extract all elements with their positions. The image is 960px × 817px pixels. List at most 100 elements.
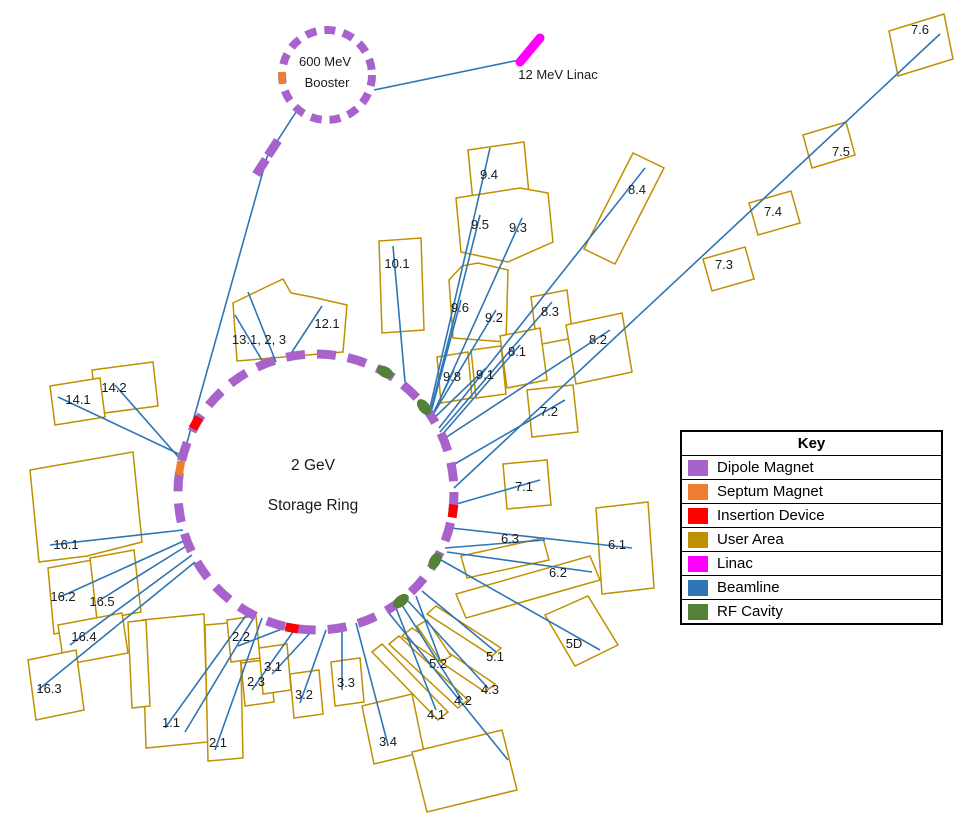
storage-ring [173,349,459,635]
label-6-3: 6.3 [501,531,519,546]
beamline [251,628,296,691]
label-12-1: 12.1 [314,316,339,331]
label-2-1: 2.1 [209,735,227,750]
user-area-7-6 [888,13,954,77]
label-7-4: 7.4 [764,204,782,219]
rf-cavity [376,365,394,379]
label-6-1: 6.1 [608,537,626,552]
user-area-7-4 [748,190,801,236]
legend-row-linac: Linac [682,551,941,575]
beamline [392,245,406,383]
label-8-2: 8.2 [589,332,607,347]
beamline [421,590,497,653]
user-area-8-2 [565,312,633,385]
label-600-mev: 600 MeV [299,54,351,69]
legend-label-beamline: Beamline [717,579,780,596]
user-area-1-1-annex [127,619,151,709]
label-6-2: 6.2 [549,565,567,580]
label-9-2: 9.2 [485,310,503,325]
label-9-4: 9.4 [480,167,498,182]
label-2-gev: 2 GeV [291,457,336,474]
user-area-4-1 [370,642,450,722]
beamline [452,399,566,466]
linac-swatch [688,555,708,572]
legend-label-rf-cavity: RF Cavity [717,603,783,620]
label-3-4: 3.4 [379,734,397,749]
label-2-3: 2.3 [247,674,265,689]
beamline [180,111,297,465]
septum-magnet [174,460,186,476]
beamline [355,622,389,746]
legend-row-septum-magnet: Septum Magnet [682,479,941,503]
label-9-5: 9.5 [471,217,489,232]
beamline [440,344,521,437]
legend-row-rf-cavity: RF Cavity [682,599,941,623]
user-area-7-2 [526,384,579,438]
user-area-swatch [688,531,708,548]
beamline [431,367,487,421]
beamline [444,539,546,549]
beamline [450,527,633,549]
beamline [438,167,646,429]
label-9-8: 9.8 [443,369,461,384]
beamline [114,384,182,461]
septum-magnet-swatch [688,483,708,500]
beamline [214,617,263,751]
user-area-8-4 [582,152,666,265]
label-9-1: 9.1 [476,367,494,382]
beamline [401,604,463,701]
label-3-2: 3.2 [295,687,313,702]
label-1-1: 1.1 [162,715,180,730]
label-storage-ring: Storage Ring [268,497,358,514]
beamline [247,291,277,363]
beamline [452,479,541,506]
label-4-3: 4.3 [481,682,499,697]
label-10-1: 10.1 [384,256,409,271]
beamline [440,559,601,651]
label-12-mev-linac: 12 MeV Linac [518,67,598,82]
user-area-7-3 [702,246,755,292]
user-area-6-3 [460,537,550,579]
label-8-3: 8.3 [541,304,559,319]
dipole-magnet [264,138,282,158]
beamline [373,59,520,91]
label-3-1: 3.1 [264,659,282,674]
label-8-1: 8.1 [508,344,526,359]
insertion-device [447,503,459,519]
beamline [271,630,313,675]
beamline [395,607,437,711]
label-16-4: 16.4 [71,629,96,644]
user-area-16-3 [27,649,85,721]
beamline [69,554,193,646]
legend-label-septum-magnet: Septum Magnet [717,483,823,500]
beamline-swatch [688,579,708,596]
insertion-device-swatch [688,507,708,524]
beamline [37,561,196,691]
legend-label-linac: Linac [717,555,753,572]
beamline [237,626,288,647]
beamline [453,33,941,489]
rf-cavity [393,593,409,609]
user-area-5d [543,595,620,667]
label-9-6: 9.6 [451,300,469,315]
legend-row-dipole-magnet: Dipole Magnet [682,455,941,479]
label-8-4: 8.4 [628,182,646,197]
beamline [441,329,611,441]
legend-row-user-area: User Area [682,527,941,551]
dipole-magnet [252,157,270,177]
beamline [407,600,489,689]
user-area-4-2 [387,635,470,709]
label-5-1: 5.1 [486,649,504,664]
user-area-5-2 [415,618,453,664]
beamline [429,299,462,417]
legend-row-beamline: Beamline [682,575,941,599]
beamline [429,214,481,415]
label-4-2: 4.2 [454,693,472,708]
label-7-2: 7.2 [540,404,558,419]
legend-label-user-area: User Area [717,531,784,548]
dipole-magnet-swatch [688,459,708,476]
